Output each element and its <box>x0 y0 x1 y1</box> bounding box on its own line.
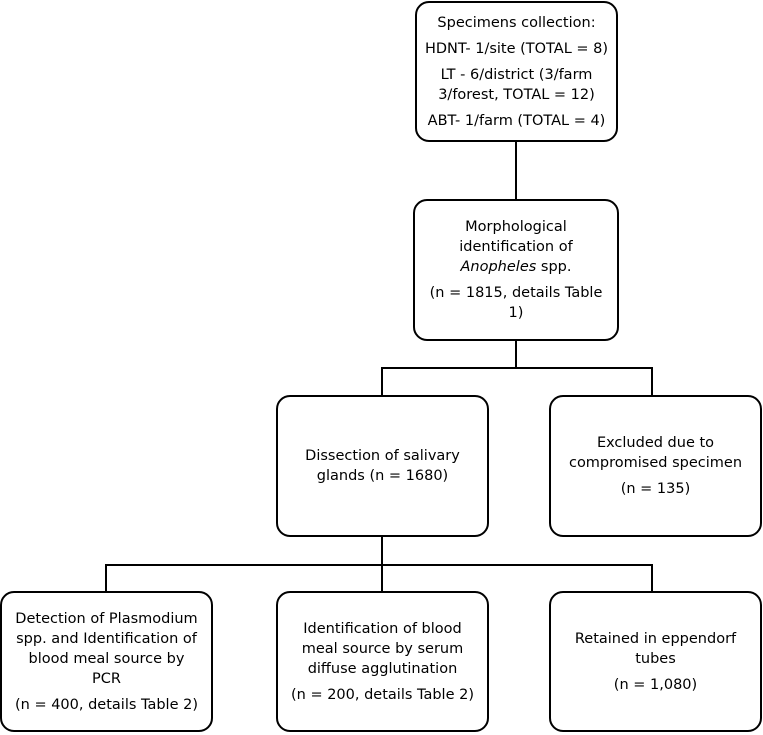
retained-line2: tubes <box>635 650 676 667</box>
dissection-line2: glands (n = 1680) <box>316 468 449 484</box>
serum-line3: diffuse agglutination <box>307 660 458 677</box>
collection-lt-line1: LT - 6/district (3/farm <box>440 66 593 83</box>
pcr-line3: blood meal source by <box>28 650 185 667</box>
morph-spp: spp. <box>536 259 572 275</box>
morph-line3: Anopheles spp. <box>461 257 572 277</box>
serum-count: (n = 200, details Table 2) <box>290 686 474 703</box>
excluded-line1: Excluded due to <box>596 435 715 451</box>
pcr-count: (n = 400, details Table 2) <box>14 696 198 713</box>
excluded-count: (n = 135) <box>620 481 691 497</box>
morph-genus: Anopheles <box>460 259 537 275</box>
pcr-line4: PCR <box>92 670 121 687</box>
collection-hdnt: HDNT- 1/site (TOTAL = 8) <box>424 40 609 57</box>
morph-count: (n = 1815, details Table 1) <box>429 285 603 321</box>
pcr-line2: spp. and Identification of <box>16 630 197 647</box>
serum-line2: meal source by serum <box>301 640 464 657</box>
morph-line1: Morphological <box>465 219 567 235</box>
collection-lt-line2: 3/forest, TOTAL = 12) <box>438 86 595 103</box>
collection-title: Specimens collection: <box>437 14 596 31</box>
serum-agglutination-box: Identification of blood meal source by s… <box>276 591 489 732</box>
excluded-line2: compromised specimen <box>568 455 743 471</box>
retained-count: (n = 1,080) <box>613 676 698 693</box>
dissection-box: Dissection of salivary glands (n = 1680) <box>276 395 489 537</box>
pcr-detection-box: Detection of Plasmodium spp. and Identif… <box>0 591 213 732</box>
morphological-identification-box: Morphological identification of Anophele… <box>413 199 619 341</box>
retained-line1: Retained in eppendorf <box>574 630 737 647</box>
dissection-line1: Dissection of salivary <box>305 448 460 464</box>
excluded-box: Excluded due to compromised specimen (n … <box>549 395 762 537</box>
pcr-line1: Detection of Plasmodium <box>15 610 198 627</box>
morph-line2: identification of <box>459 239 573 255</box>
collection-abt: ABT- 1/farm (TOTAL = 4) <box>427 112 606 129</box>
specimens-collection-box: Specimens collection: HDNT- 1/site (TOTA… <box>415 1 618 142</box>
retained-box: Retained in eppendorf tubes (n = 1,080) <box>549 591 762 732</box>
serum-line1: Identification of blood <box>303 620 462 637</box>
